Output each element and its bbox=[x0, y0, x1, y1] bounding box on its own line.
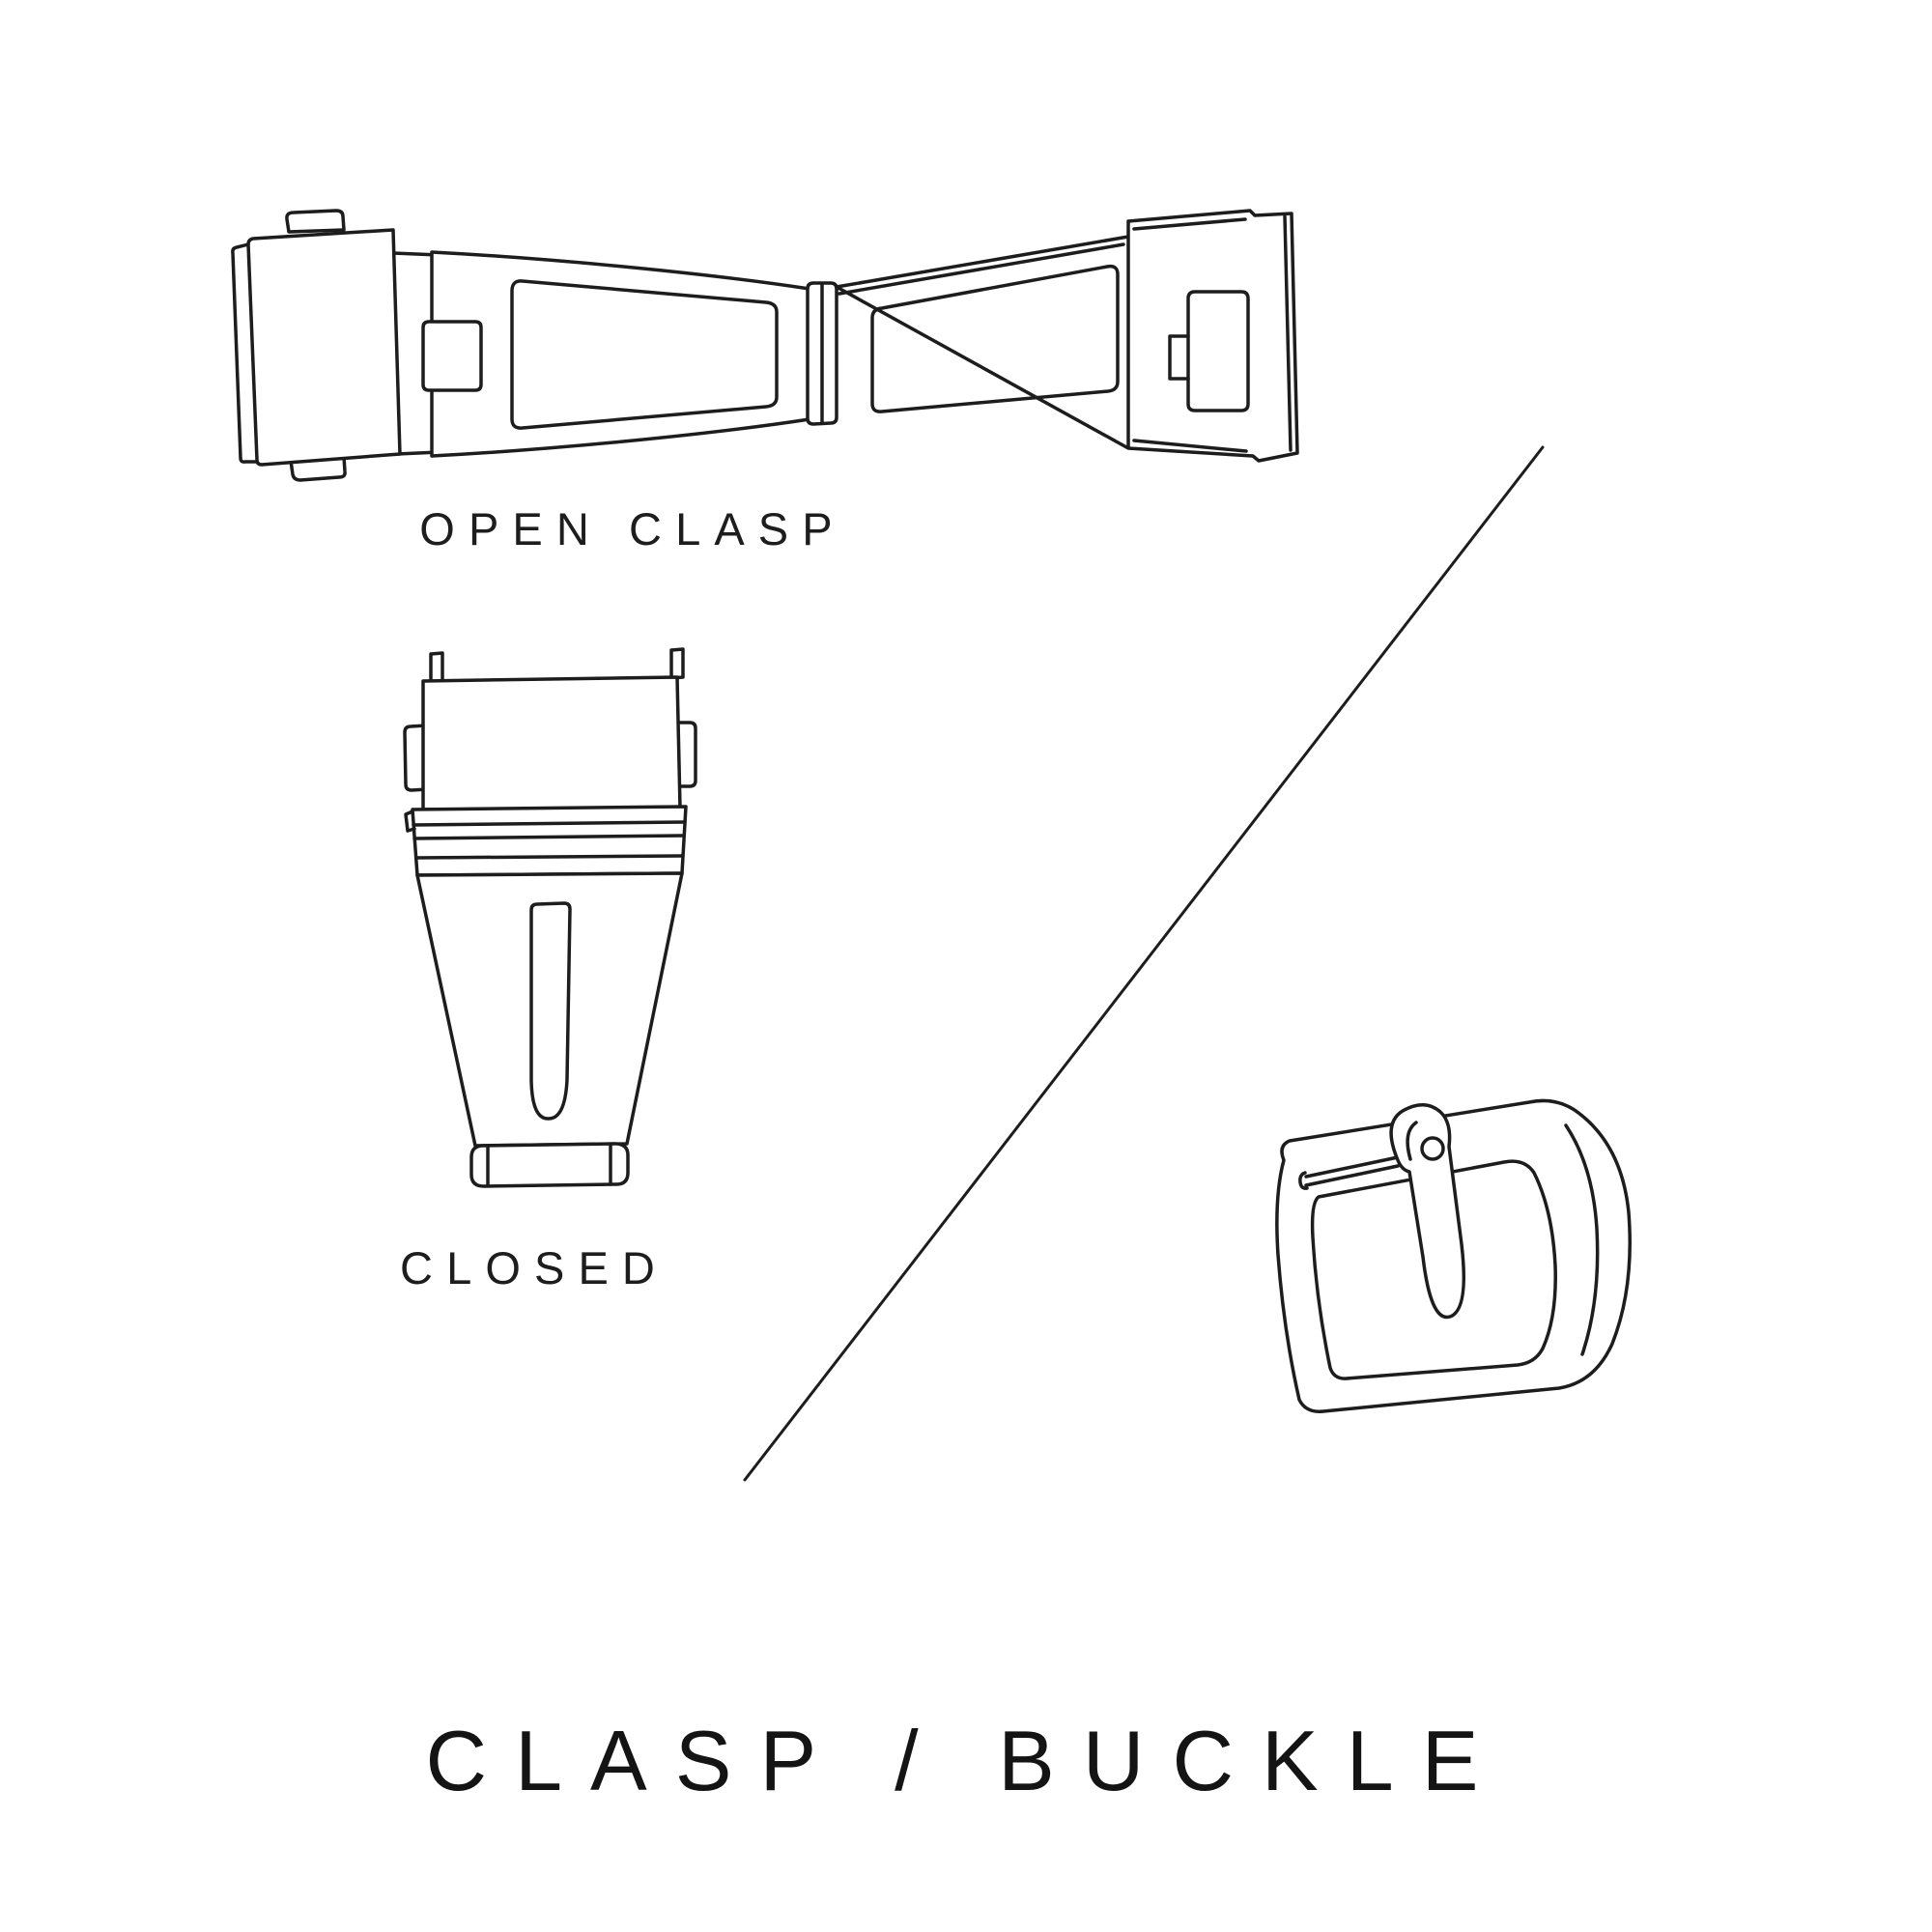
open-clasp-pusher bbox=[421, 320, 483, 392]
divider-line bbox=[743, 445, 1545, 1482]
open-clasp-top-tab bbox=[285, 209, 346, 234]
open-clasp-right-panel bbox=[870, 264, 1120, 413]
buckle-pin-ring bbox=[1420, 1136, 1445, 1161]
closed-clasp-band-line-2 bbox=[412, 834, 686, 840]
open-clasp-left-arm bbox=[430, 250, 811, 458]
open-clasp-left-panel bbox=[510, 279, 779, 430]
closed-clasp-body bbox=[415, 871, 684, 1148]
buckle-pin-head bbox=[1298, 1171, 1309, 1190]
closed-clasp-bottom-bar bbox=[469, 1142, 630, 1188]
closed-clasp-band-line-3 bbox=[414, 854, 684, 860]
closed-clasp-band-corner bbox=[404, 810, 416, 833]
buckle-tang-fold-line bbox=[1406, 1121, 1418, 1161]
closed-label: CLOSED bbox=[400, 1242, 668, 1293]
closed-clasp-prong-right bbox=[669, 647, 685, 680]
open-clasp-right-bevel bbox=[838, 242, 1125, 296]
closed-clasp-drawing bbox=[403, 647, 697, 1188]
open-clasp-drawing bbox=[231, 209, 1299, 482]
page-title: CLASP / BUCKLE bbox=[425, 1713, 1507, 1808]
buckle-drawing bbox=[1275, 1098, 1632, 1413]
open-clasp-catch bbox=[1186, 290, 1250, 412]
buckle-bar-shading bbox=[1564, 1123, 1600, 1356]
closed-clasp-slot bbox=[529, 901, 572, 1121]
closed-clasp-hinge-band bbox=[411, 805, 688, 877]
closed-clasp-band-line-1 bbox=[412, 820, 687, 827]
buckle-pin-top bbox=[1304, 1155, 1400, 1179]
open-clasp-catch-notch bbox=[1168, 334, 1190, 381]
closed-clasp-prong-left bbox=[429, 651, 444, 684]
open-clasp-cap-bevel-bottom bbox=[1132, 439, 1248, 453]
buckle-pin-bottom bbox=[1304, 1164, 1400, 1187]
open-clasp-left-strip bbox=[231, 242, 259, 464]
open-clasp-label: OPEN CLASP bbox=[419, 503, 846, 554]
closed-clasp-top-block bbox=[421, 675, 682, 811]
open-clasp-left-cover bbox=[246, 228, 402, 467]
open-clasp-cap-bevel-top bbox=[1132, 217, 1247, 231]
open-clasp-right-edge-line bbox=[1283, 214, 1293, 452]
